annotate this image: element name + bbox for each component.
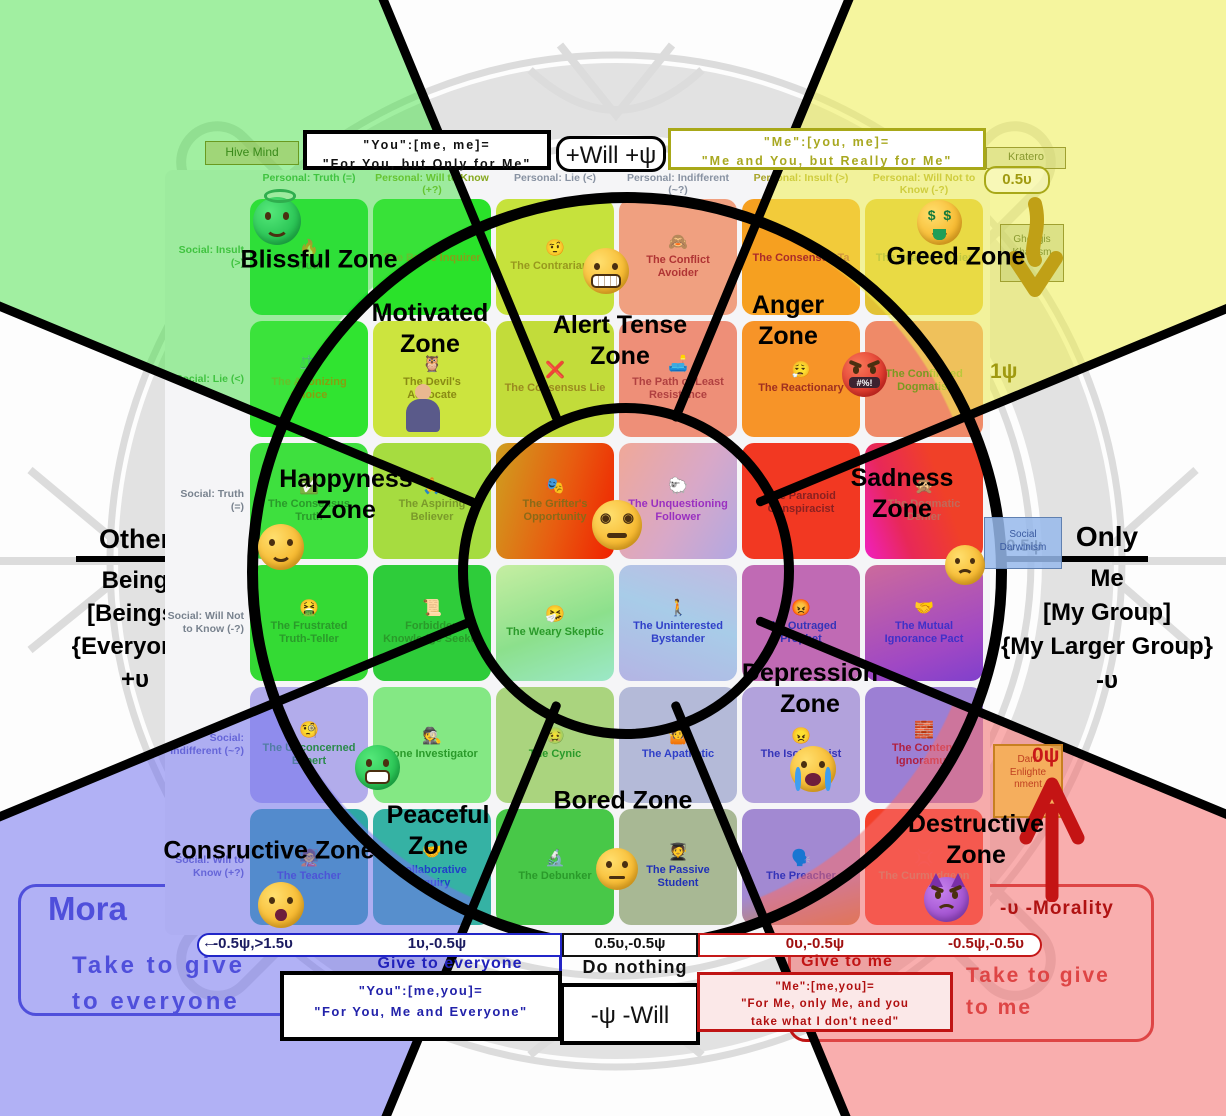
anger-emoji: #%! bbox=[842, 352, 887, 397]
greed-emoji: $$ bbox=[917, 200, 962, 245]
do-nothing-heading: Do nothing bbox=[582, 957, 688, 977]
zone-label-blissful: Blissful Zone bbox=[240, 245, 398, 274]
bored-emoji bbox=[596, 848, 638, 890]
hive-mind-box: Hive Mind bbox=[205, 141, 299, 165]
you-me-me-quote-box: "You":[me, me]="For You, but Only for Me… bbox=[303, 130, 551, 171]
zone-label-destructive: Destructive Zone bbox=[907, 809, 1045, 869]
plus-will-box: +Will +ψ bbox=[556, 136, 666, 172]
zone-label-peaceful: Peaceful Zone bbox=[386, 800, 490, 860]
moral-label: Mora bbox=[48, 890, 127, 927]
row-header: Social: Will Not to Know (-?) bbox=[167, 610, 244, 635]
consructive-emoji bbox=[258, 882, 304, 928]
strip-value: -0.5ψ,>1.5υ bbox=[213, 935, 293, 952]
give-to-me-heading: Give to me bbox=[801, 953, 893, 970]
destructive-emoji bbox=[924, 872, 969, 922]
zone-label-happyness: Happyness Zone bbox=[279, 464, 413, 524]
zone-label-motivated: Motivated Zone bbox=[371, 298, 489, 358]
alert-emoji bbox=[583, 248, 629, 294]
sadness-emoji bbox=[945, 545, 985, 585]
tick-1psi: 1ψ bbox=[990, 360, 1018, 383]
take-to-give-me-label: Take to give to me bbox=[966, 964, 1110, 1019]
strip-value: 0υ,-0.5ψ bbox=[785, 935, 845, 952]
column-header: Personal: Will to Know (+?) bbox=[375, 172, 489, 197]
center-emoji: ◉◉ bbox=[592, 500, 642, 550]
row-header: Social: Insult (>) bbox=[178, 244, 244, 269]
minus-morality-label: -υ -Morality bbox=[1000, 898, 1114, 919]
zone-label-depression: Depression Zone bbox=[741, 658, 879, 718]
row-header: Social: Will to Know (+?) bbox=[175, 854, 244, 879]
column-header: Personal: Truth (=) bbox=[262, 172, 356, 184]
zone-label-anger: Anger Zone bbox=[751, 290, 825, 350]
happyness-emoji bbox=[258, 524, 304, 570]
peaceful-emoji bbox=[355, 745, 400, 790]
row-header: Social: Truth (=) bbox=[180, 488, 244, 513]
column-header: Personal: Will Not to Know (-?) bbox=[872, 172, 976, 197]
tick-0psi: 0ψ bbox=[1032, 744, 1060, 767]
cell-label: The Teacher bbox=[277, 870, 341, 883]
zone-label-bored: Bored Zone bbox=[553, 786, 693, 815]
column-header: Personal: Lie (<) bbox=[514, 172, 596, 184]
zone-label-consructive: Consructive Zone bbox=[163, 836, 375, 865]
depression-emoji bbox=[790, 746, 836, 792]
you-me-you-quote-box: "You":[me,you]="For You, Me and Everyone… bbox=[280, 971, 562, 1041]
strip-value: 0.5υ,-0.5ψ bbox=[594, 935, 666, 952]
strip-value: 1υ,-0.5ψ bbox=[407, 935, 467, 952]
minus-will-box: -ψ -Will bbox=[560, 983, 700, 1045]
column-header: Personal: Insult (>) bbox=[753, 172, 849, 184]
blissful-emoji bbox=[253, 189, 301, 245]
me-you-me-quote-box: "Me":[you, me]="Me and You, but Really f… bbox=[668, 128, 986, 170]
strip-value: -0.5ψ,-0.5υ bbox=[948, 935, 1024, 952]
zone-label-sadness: Sadness Zone bbox=[850, 463, 954, 523]
zone-label-alert: Alert Tense Zone bbox=[552, 310, 688, 370]
zone-label-greed: Greed Zone bbox=[886, 242, 1026, 271]
tick-05u: 0.5υ bbox=[984, 166, 1050, 194]
